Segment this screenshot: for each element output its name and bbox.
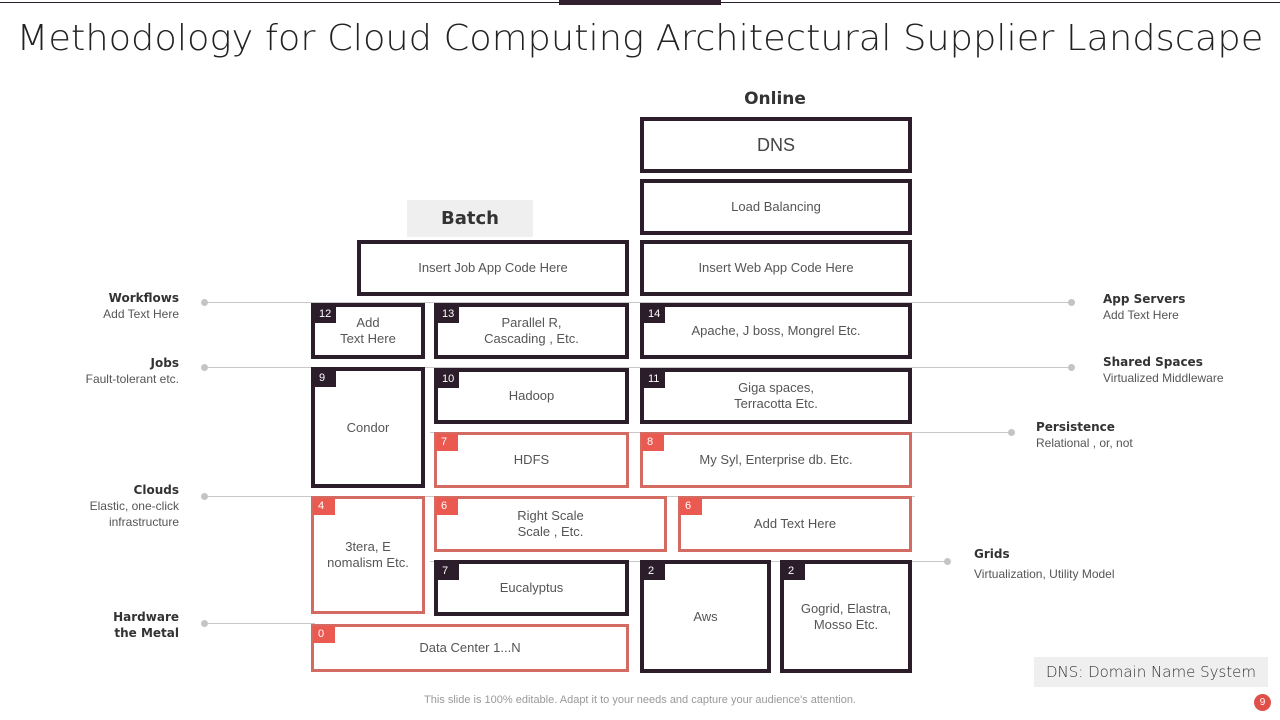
box-text: 3tera, E nomalism Etc.: [327, 539, 409, 570]
label-title: App Servers: [1103, 292, 1186, 306]
dns-box: DNS: [640, 117, 912, 173]
top-accent-bar: [559, 0, 721, 5]
label-title: Jobs: [150, 356, 179, 370]
web-app-code-box: Insert Web App Code Here: [640, 240, 912, 296]
clouds-label: Clouds Elastic, one-click infrastructure: [40, 482, 179, 530]
grids-label: Grids Virtualization, Utility Model: [974, 546, 1194, 582]
label-title: Shared Spaces: [1103, 355, 1203, 369]
box-text: Condor: [346, 419, 390, 435]
box-text: Hadoop: [508, 388, 555, 403]
label-title: Hardware the Metal: [113, 610, 179, 640]
dns-legend: DNS: Domain Name System: [1034, 657, 1268, 687]
apache-box: 14 Apache, J boss, Mongrel Etc.: [640, 303, 912, 359]
shared-spaces-dot: [1068, 364, 1075, 371]
box-number-badge: 13: [437, 306, 459, 323]
giga-spaces-box: 11 Giga spaces, Terracotta Etc.: [640, 368, 912, 424]
batch-header: Batch: [407, 200, 533, 237]
box-text: Data Center 1...N: [419, 640, 521, 655]
box-number-badge: 6: [436, 498, 458, 515]
label-desc: Add Text Here: [1103, 308, 1179, 322]
clouds-left-dot: [201, 493, 208, 500]
gogrid-box: 2 Gogrid, Elastra, Mosso Etc.: [780, 560, 912, 673]
box-text: Gogrid, Elastra, Mosso Etc.: [800, 600, 892, 632]
hardware-label: Hardware the Metal: [40, 609, 179, 641]
workflows-left-dot: [201, 299, 208, 306]
dns-box-text: DNS: [756, 135, 795, 155]
mysyl-box: 8 My Syl, Enterprise db. Etc.: [640, 432, 912, 488]
persistence-dot: [1008, 429, 1015, 436]
box-number-badge: 4: [313, 498, 335, 515]
box-text: Parallel R, Cascading , Etc.: [484, 315, 579, 346]
box-number-badge: 2: [643, 563, 665, 580]
label-title: Workflows: [108, 291, 179, 305]
aws-box: 2 Aws: [640, 560, 771, 673]
box-number-badge: 8: [642, 434, 664, 451]
right-scale-box: 6 Right Scale Scale , Etc.: [434, 496, 667, 552]
web-app-code-text: Insert Web App Code Here: [698, 260, 854, 275]
label-title: Clouds: [133, 483, 179, 497]
online-header: Online: [744, 89, 806, 109]
box-number-badge: 7: [437, 563, 459, 580]
label-title: Persistence: [1036, 420, 1115, 434]
persistence-label: Persistence Relational , or, not: [1036, 419, 1236, 451]
app-servers-label: App Servers Add Text Here: [1103, 291, 1273, 323]
box-text: HDFS: [513, 452, 550, 467]
page-number-badge: 9: [1254, 694, 1271, 711]
grids-dot: [944, 558, 951, 565]
box-text: Add Text Here: [340, 315, 396, 346]
box-number-badge: 14: [643, 306, 665, 323]
box-text: Add Text Here: [753, 516, 837, 531]
box-number-badge: 0: [313, 626, 335, 643]
add-text-box-12: 12 Add Text Here: [311, 303, 425, 359]
job-app-code-box: Insert Job App Code Here: [357, 240, 629, 296]
job-app-code-text: Insert Job App Code Here: [418, 260, 568, 275]
jobs-label: Jobs Fault-tolerant etc.: [40, 355, 179, 387]
box-number-badge: 9: [314, 370, 336, 387]
box-text: Right Scale Scale , Etc.: [517, 508, 584, 539]
box-text: Giga spaces, Terracotta Etc.: [734, 380, 818, 411]
load-balancing-box: Load Balancing: [640, 179, 912, 235]
add-text-box-6: 6 Add Text Here: [678, 496, 912, 552]
label-desc: Elastic, one-click infrastructure: [89, 499, 179, 529]
jobs-left-dot: [201, 364, 208, 371]
box-number-badge: 7: [436, 434, 458, 451]
app-servers-dot: [1068, 299, 1075, 306]
workflows-connector: [205, 302, 1075, 303]
label-desc: Virtualized Middleware: [1103, 371, 1224, 385]
shared-spaces-label: Shared Spaces Virtualized Middleware: [1103, 354, 1273, 386]
label-desc: Relational , or, not: [1036, 436, 1133, 450]
label-title: Grids: [974, 547, 1010, 561]
eucalyptus-box: 7 Eucalyptus: [434, 560, 629, 616]
condor-box: 9 Condor: [311, 367, 425, 488]
box-number-badge: 6: [680, 498, 702, 515]
box-text: Apache, J boss, Mongrel Etc.: [691, 323, 861, 338]
box-number-badge: 12: [314, 306, 336, 323]
jobs-connector: [205, 367, 1075, 368]
hdfs-box: 7 HDFS: [434, 432, 629, 488]
data-center-box: 0 Data Center 1...N: [311, 624, 629, 672]
box-text: Eucalyptus: [499, 580, 564, 595]
workflows-label: Workflows Add Text Here: [40, 290, 179, 322]
footer-note: This slide is 100% editable. Adapt it to…: [424, 694, 856, 706]
3tera-box: 4 3tera, E nomalism Etc.: [311, 496, 425, 614]
label-desc: Virtualization, Utility Model: [974, 567, 1115, 581]
parallel-r-box: 13 Parallel R, Cascading , Etc.: [434, 303, 629, 359]
label-desc: Fault-tolerant etc.: [85, 372, 179, 386]
label-desc: Add Text Here: [103, 307, 179, 321]
box-text: My Syl, Enterprise db. Etc.: [699, 452, 853, 467]
box-number-badge: 2: [783, 563, 805, 580]
box-text: Aws: [693, 608, 718, 624]
box-number-badge: 10: [437, 371, 459, 388]
load-balancing-text: Load Balancing: [731, 199, 821, 214]
slide-title: Methodology for Cloud Computing Architec…: [16, 18, 1264, 59]
box-number-badge: 11: [643, 371, 665, 388]
hadoop-box: 10 Hadoop: [434, 368, 629, 424]
hardware-left-dot: [201, 620, 208, 627]
hardware-connector: [205, 623, 315, 624]
